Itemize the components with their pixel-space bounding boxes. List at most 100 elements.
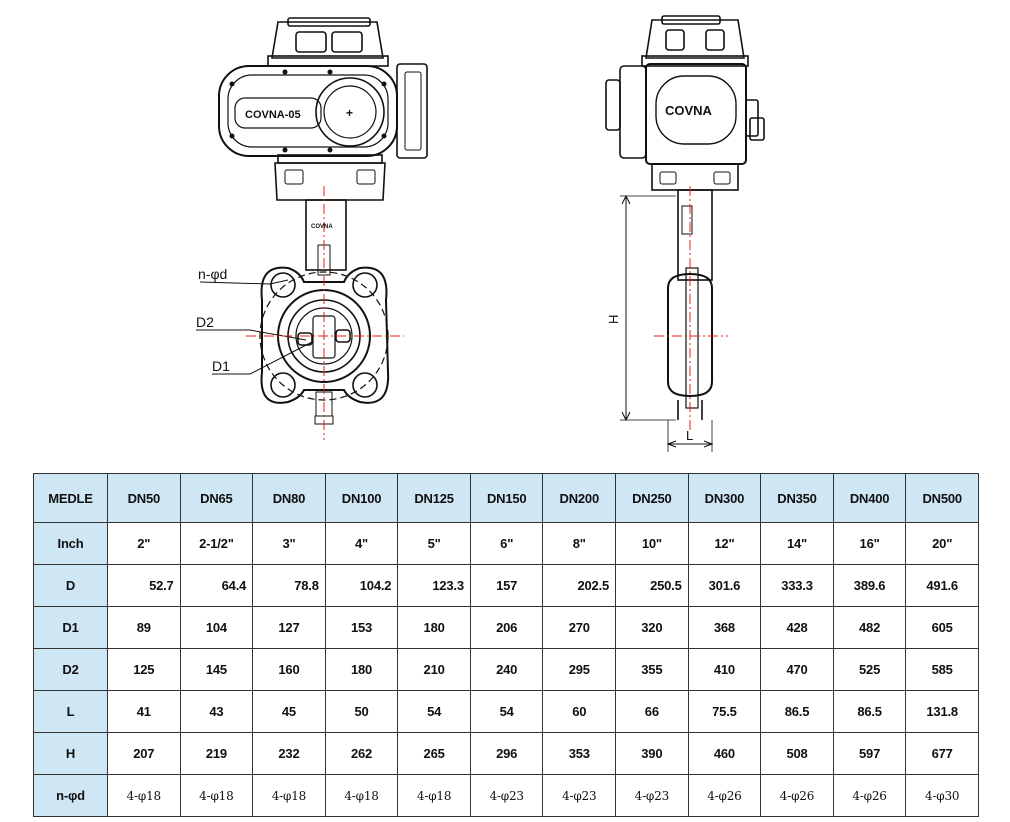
- table-cell: 43: [179, 690, 254, 733]
- table-cell: 410: [687, 648, 762, 691]
- table-cell: 12": [687, 522, 762, 565]
- table-row: D2 125 145 160 180 210 240 295 355 410 4…: [33, 648, 979, 691]
- table-cell: 60: [542, 690, 617, 733]
- row-label-d1: D1: [33, 606, 108, 649]
- d1-callout: D1: [212, 358, 230, 374]
- front-actuator: [218, 17, 428, 201]
- size-header: DN65: [179, 473, 254, 523]
- front-stem: [305, 199, 347, 276]
- table-cell: 125: [107, 648, 181, 691]
- table-cell: 4-φ26: [687, 774, 762, 817]
- header-medle: MEDLE: [33, 473, 108, 523]
- table-cell: 4-φ18: [324, 774, 399, 817]
- table-cell: 86.5: [832, 690, 907, 733]
- size-header: DN250: [615, 473, 689, 523]
- table-cell: 4-φ18: [107, 774, 181, 817]
- table-cell: 4-φ26: [832, 774, 907, 817]
- row-label-d2: D2: [33, 648, 108, 691]
- size-header: DN400: [832, 473, 907, 523]
- table-cell: 50: [324, 690, 399, 733]
- table-cell: 104: [179, 606, 254, 649]
- valve-drawing: COVNA-05 + COVNA COVNA n-φd D2 D1 H L: [196, 15, 765, 452]
- size-header: DN50: [107, 473, 181, 523]
- table-cell: 262: [324, 732, 399, 775]
- table-cell: 153: [324, 606, 399, 649]
- table-cell: 180: [397, 606, 471, 649]
- table-cell: 390: [615, 732, 689, 775]
- table-cell: 45: [252, 690, 326, 733]
- d2-callout: D2: [196, 314, 214, 330]
- table-header-row: MEDLE DN50 DN65 DN80 DN100 DN125 DN150 D…: [33, 473, 979, 523]
- table-cell: 6": [469, 522, 544, 565]
- table-cell: 4-φ26: [760, 774, 834, 817]
- table-row: n-φd 4-φ18 4-φ18 4-φ18 4-φ18 4-φ18 4-φ23…: [33, 774, 979, 817]
- table-cell: 368: [687, 606, 762, 649]
- table-cell: 677: [905, 732, 979, 775]
- table-cell: 491.6: [905, 564, 979, 607]
- table-cell: 585: [905, 648, 979, 691]
- table-cell: 470: [760, 648, 834, 691]
- table-cell: 206: [469, 606, 544, 649]
- table-cell: 270: [542, 606, 617, 649]
- table-cell: 210: [397, 648, 471, 691]
- size-header: DN125: [397, 473, 471, 523]
- size-header: DN500: [905, 473, 979, 523]
- table-cell: 5": [397, 522, 471, 565]
- table-cell: 160: [252, 648, 326, 691]
- stem-brand-label: COVNA: [311, 224, 333, 230]
- table-cell: 75.5: [687, 690, 762, 733]
- table-cell: 54: [469, 690, 544, 733]
- table-cell: 333.3: [760, 564, 834, 607]
- table-cell: 219: [179, 732, 254, 775]
- table-row: D1 89 104 127 153 180 206 270 320 368 42…: [33, 606, 979, 649]
- row-label-nphid: n-φd: [33, 774, 108, 817]
- table-cell: 240: [469, 648, 544, 691]
- table-cell: 180: [324, 648, 399, 691]
- size-header: DN350: [760, 473, 834, 523]
- side-brand-label: COVNA: [665, 103, 713, 118]
- table-cell: 232: [252, 732, 326, 775]
- row-label-h: H: [33, 732, 108, 775]
- dimension-table: MEDLE DN50 DN65 DN80 DN100 DN125 DN150 D…: [33, 473, 979, 817]
- table-cell: 145: [179, 648, 254, 691]
- table-cell: 89: [107, 606, 181, 649]
- table-cell: 14": [760, 522, 834, 565]
- size-header: DN100: [324, 473, 399, 523]
- table-cell: 597: [832, 732, 907, 775]
- row-label-inch: Inch: [33, 522, 108, 565]
- table-cell: 389.6: [832, 564, 907, 607]
- table-cell: 131.8: [905, 690, 979, 733]
- table-cell: 20": [905, 522, 979, 565]
- table-cell: 3": [252, 522, 326, 565]
- size-header: DN300: [687, 473, 762, 523]
- table-cell: 2": [107, 522, 181, 565]
- table-cell: 207: [107, 732, 181, 775]
- table-cell: 10": [615, 522, 689, 565]
- table-cell: 104.2: [324, 564, 399, 607]
- table-row: Inch 2" 2-1/2" 3" 4" 5" 6" 8" 10" 12" 14…: [33, 522, 979, 565]
- h-dimension-label: H: [606, 315, 621, 324]
- table-cell: 2-1/2": [179, 522, 254, 565]
- table-cell: 250.5: [615, 564, 689, 607]
- table-cell: 525: [832, 648, 907, 691]
- table-cell: 41: [107, 690, 181, 733]
- table-cell: 4": [324, 522, 399, 565]
- table-cell: 64.4: [179, 564, 254, 607]
- table-cell: 428: [760, 606, 834, 649]
- dimension-lines: [196, 194, 714, 452]
- table-row: H 207 219 232 262 265 296 353 390 460 50…: [33, 732, 979, 775]
- table-row: D 52.7 64.4 78.8 104.2 123.3 157 202.5 2…: [33, 564, 979, 607]
- size-header: DN200: [542, 473, 617, 523]
- table-cell: 460: [687, 732, 762, 775]
- side-actuator: [605, 15, 765, 191]
- row-label-l: L: [33, 690, 108, 733]
- table-cell: 295: [542, 648, 617, 691]
- centerlines: [246, 186, 728, 440]
- table-cell: 508: [760, 732, 834, 775]
- table-cell: 86.5: [760, 690, 834, 733]
- size-header: DN80: [252, 473, 326, 523]
- table-cell: 16": [832, 522, 907, 565]
- table-cell: 8": [542, 522, 617, 565]
- front-lug-body: [259, 266, 390, 425]
- table-row: L 41 43 45 50 54 54 60 66 75.5 86.5 86.5…: [33, 690, 979, 733]
